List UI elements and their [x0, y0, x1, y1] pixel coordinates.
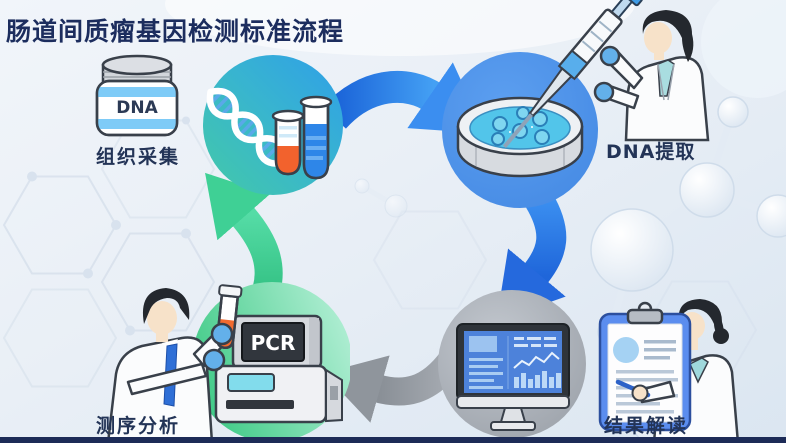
pointing-arm	[615, 379, 676, 404]
face	[147, 301, 177, 335]
jar-label-text: DNA	[116, 98, 158, 118]
pcr-machine-icon: PCR	[106, 282, 350, 443]
petri-dish	[456, 96, 584, 178]
arrow-sample-to-extraction	[322, 62, 486, 134]
report-chart-dot	[613, 337, 639, 363]
petri-dish-pipette-icon	[442, 0, 710, 208]
pipette	[502, 0, 643, 149]
monitor	[456, 323, 570, 431]
hair	[642, 10, 694, 62]
analysis-monitor-icon	[438, 290, 586, 438]
glove	[593, 81, 615, 103]
hair	[142, 288, 190, 324]
clipboard	[598, 301, 692, 432]
glove	[599, 45, 621, 67]
bottom-accent-bar	[0, 437, 786, 443]
report-clipboard-icon	[598, 299, 740, 443]
face	[644, 22, 672, 54]
pcr-machine: PCR	[214, 314, 343, 424]
soft-blob	[165, 0, 635, 56]
hair	[678, 299, 724, 342]
technician-sequencing	[106, 284, 243, 443]
arrow-extraction-to-analysis	[496, 192, 567, 321]
soft-blob	[701, 0, 786, 98]
dna-helix-test-tubes-icon	[203, 55, 343, 195]
bar-chart	[514, 371, 561, 388]
hexagon-node-dots	[27, 116, 191, 336]
step-label-dna-extraction: DNA提取	[606, 141, 696, 163]
pcr-screen-text: PCR	[251, 331, 296, 355]
technician-extraction	[604, 10, 710, 142]
step-label-result-interpretation: 结果解读	[604, 415, 689, 437]
glove	[202, 348, 226, 372]
test-tube-blue	[299, 95, 333, 180]
page-title: 肠道间质瘤基因检测标准流程	[6, 17, 345, 46]
step-label-sequencing-analysis: 测序分析	[96, 415, 181, 437]
line-chart	[513, 351, 560, 369]
hand	[631, 384, 649, 402]
glove	[210, 322, 234, 346]
dna-jar-icon: DNA	[95, 54, 179, 137]
cell-samples	[491, 106, 550, 146]
step-label-tissue-collection: 组织采集	[96, 146, 181, 168]
test-tube-orange	[271, 109, 305, 176]
